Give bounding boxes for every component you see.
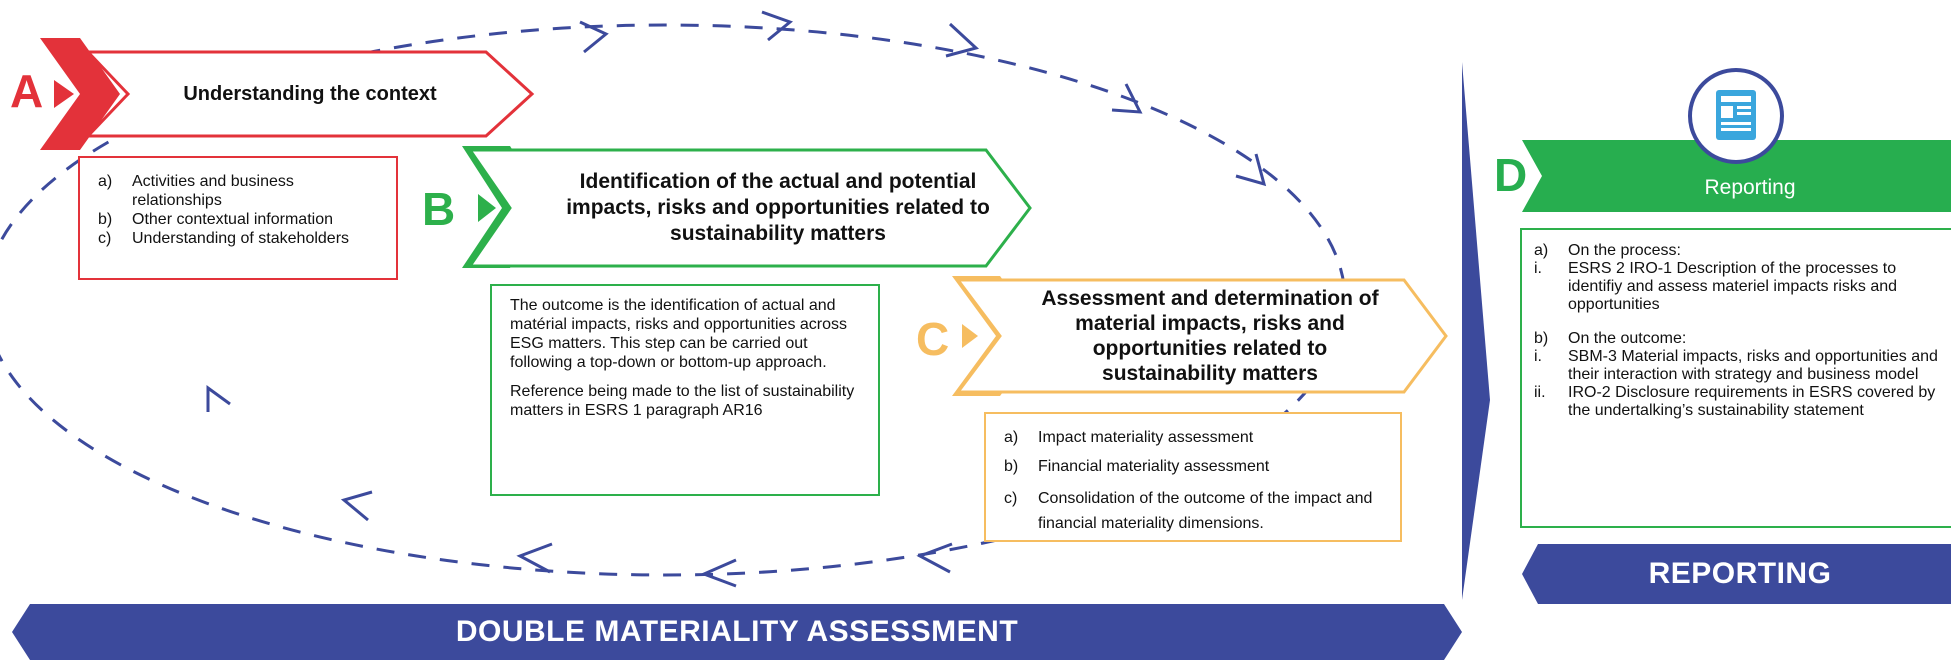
step-b-marker-triangle — [478, 194, 496, 222]
step-c-title: Assessment and determination of material… — [1041, 287, 1379, 385]
step-a-list: a)Activities and business relationships … — [98, 172, 386, 248]
footer-left-banner-shape — [12, 604, 1462, 660]
step-d-banner — [1522, 140, 1951, 212]
footer-right-banner-shape — [1522, 544, 1951, 604]
cycle-arrow-10 — [206, 385, 231, 412]
step-b-banner — [467, 148, 1032, 268]
step-d-section-a-heading: a)On the process: — [1534, 242, 1681, 259]
step-d-section-b-heading: b)On the outcome: — [1534, 330, 1687, 347]
cycle-arrow-9 — [340, 490, 373, 522]
step-c-marker-triangle — [962, 324, 978, 348]
cycle-arrow-3 — [945, 22, 980, 58]
step-a-list-box: a)Activities and business relationships … — [78, 156, 398, 280]
step-a-marker-triangle — [54, 80, 74, 108]
step-c-item-a: a)Impact materiality assessment — [1004, 429, 1254, 446]
step-d-section-a-item-i: i.ESRS 2 IRO-1 Description of the proces… — [1534, 260, 1898, 313]
cycle-arrow-1 — [579, 20, 609, 54]
step-d-section-b: b)On the outcome: i.SBM-3 Material impac… — [1534, 330, 1945, 420]
cycle-arrow-6 — [916, 542, 953, 574]
step-d-section-a: a)On the process: i.ESRS 2 IRO-1 Descrip… — [1534, 242, 1945, 314]
step-d-letter: D — [1494, 149, 1528, 201]
section-separator — [1462, 62, 1490, 600]
cycle-arrow-7 — [700, 558, 737, 588]
cycle-arrowheads — [206, 10, 1267, 588]
cycle-arrow-5 — [1235, 153, 1267, 187]
step-b-description-box: The outcome is the identification of act… — [490, 284, 880, 496]
step-d-title: Reporting — [1704, 176, 1796, 199]
report-document-icon-glyph — [1716, 90, 1756, 140]
step-d-list-box: a)On the process: i.ESRS 2 IRO-1 Descrip… — [1520, 228, 1951, 528]
step-a-letter: A — [10, 65, 44, 117]
step-a-item-b: b)Other contextual information — [98, 211, 333, 228]
cycle-arrow-2 — [761, 10, 794, 42]
step-a-item-c: c)Understanding of stakeholders — [98, 230, 350, 247]
step-c-item-c: c)Consolidation of the outcome of the im… — [1004, 490, 1373, 532]
cycle-arrow-4 — [1111, 83, 1143, 114]
step-a-banner — [84, 50, 535, 138]
footer-right-banner: REPORTING — [1648, 557, 1832, 590]
step-b-title: Identification of the actual and potenti… — [566, 170, 990, 245]
step-c-item-b: b)Financial materiality assessment — [1004, 458, 1270, 475]
cycle-arrow-8 — [516, 542, 553, 574]
step-b-paragraph-1: The outcome is the identification of act… — [510, 297, 848, 371]
report-document-icon — [1688, 68, 1784, 164]
step-d-section-b-item-i: i.SBM-3 Material impacts, risks and oppo… — [1534, 348, 1938, 383]
footer-left-banner: DOUBLE MATERIALITY ASSESSMENT — [455, 615, 1019, 648]
step-a-item-a: a)Activities and business relationships — [98, 173, 294, 209]
step-c-letter: C — [916, 313, 950, 365]
step-d-section-b-item-ii: ii.IRO-2 Disclosure requirements in ESRS… — [1534, 384, 1936, 419]
step-c-banner — [955, 278, 1448, 394]
step-c-list: a)Impact materiality assessment b)Financ… — [1004, 428, 1390, 536]
step-b-letter: B — [422, 183, 456, 235]
step-b-paragraph-2: Reference being made to the list of sust… — [510, 383, 855, 419]
step-c-list-box: a)Impact materiality assessment b)Financ… — [984, 412, 1402, 542]
step-a-title: Understanding the context — [183, 82, 437, 105]
